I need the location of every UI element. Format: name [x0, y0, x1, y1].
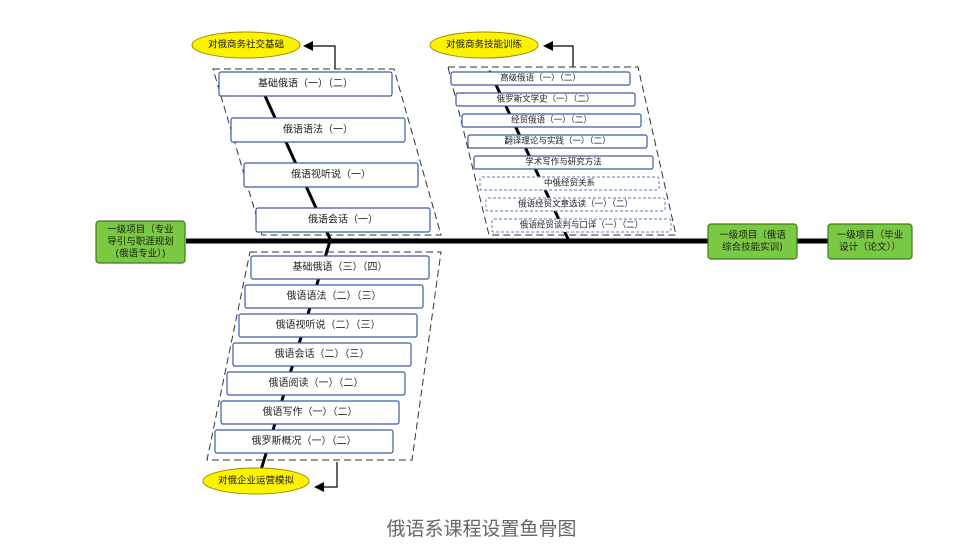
course-box: [250, 255, 430, 280]
course-lower-left-0: 基础俄语（三）（四）: [250, 255, 430, 280]
course-lower-left-2: 俄语视听说（二）（三）: [238, 313, 418, 338]
course-label: 俄语会话（二）（三）: [275, 347, 370, 360]
spine-node-line-2: (俄语专业）): [115, 248, 165, 260]
course-box: [491, 218, 672, 233]
course-label: 俄罗斯概况（一）（二）: [252, 434, 357, 447]
group-outline-lower-left: [206, 251, 442, 461]
course-label: 高级俄语（一）（二）: [500, 73, 581, 84]
goal-ellipse: [191, 31, 301, 59]
arrow-to-goal-upper-right: [543, 41, 574, 67]
course-upper-right-1: 俄罗斯文学史（一）（二）: [455, 92, 636, 107]
spine-node-line-1: 导引与职涯规划: [107, 236, 174, 248]
goal-upper-right: 对俄商务技能训练: [429, 31, 539, 59]
course-upper-right-2: 经贸俄语（一）（二）: [461, 113, 642, 128]
course-upper-left-0: 基础俄语（一）（二）: [218, 71, 393, 97]
course-box: [243, 162, 419, 188]
group-outline-upper-right: [447, 66, 677, 236]
course-label: 基础俄语（一）（二）: [258, 77, 353, 90]
course-lower-left-4: 俄语阅读（一）（二）: [226, 371, 406, 396]
course-box: [473, 155, 654, 170]
course-box: [450, 71, 631, 86]
spine-node-box: [95, 220, 186, 264]
course-upper-left-1: 俄语语法（一）: [230, 117, 406, 143]
course-label: 俄语视听说（一）: [291, 168, 371, 181]
spine-node-line-0: 一级项目（专业: [107, 224, 174, 236]
course-box: [226, 371, 406, 396]
course-lower-left-5: 俄语写作（一）（二）: [220, 400, 400, 425]
arrow-to-goal-upper-left: [303, 41, 336, 69]
course-label: 俄语视听说（二）（三）: [276, 318, 381, 331]
course-box: [218, 71, 393, 97]
course-lower-left-6: 俄罗斯概况（一）（二）: [214, 429, 394, 454]
course-label: 俄罗斯文学史（一）（二）: [497, 94, 595, 105]
goal-lower-left: 对俄企业运营模拟: [202, 467, 310, 495]
course-box: [479, 176, 660, 191]
arrow-to-goal-lower-left: [314, 462, 338, 492]
course-upper-right-3: 翻译理论与实践（一）（二）: [467, 134, 648, 149]
course-label: 俄语语法（二）（三）: [287, 289, 382, 302]
course-upper-right-4: 学术写作与研究方法: [473, 155, 654, 170]
course-box: [461, 113, 642, 128]
goal-label: 对俄企业运营模拟: [218, 475, 295, 487]
course-lower-left-3: 俄语会话（二）（三）: [232, 342, 412, 367]
goal-label: 对俄商务社交基础: [208, 39, 284, 51]
spine-node-line-0: 一级项目（毕业: [837, 229, 904, 241]
course-upper-left-2: 俄语视听说（一）: [243, 162, 419, 188]
spine-node-box: [827, 223, 913, 260]
course-box: [230, 117, 406, 143]
course-label: 俄语经贸谈判与口译（一）（二）: [520, 220, 643, 231]
course-box: [244, 284, 424, 309]
course-label: 翻译理论与实践（一）（二）: [504, 136, 610, 147]
course-upper-right-6: 俄语经贸文章选读（一）（二）: [485, 197, 666, 212]
course-label: 俄语阅读（一）（二）: [269, 376, 364, 389]
course-label: 中俄经贸关系: [544, 178, 595, 189]
course-lower-left-1: 俄语语法（二）（三）: [244, 284, 424, 309]
course-upper-right-7: 俄语经贸谈判与口译（一）（二）: [491, 218, 672, 233]
goal-upper-left: 对俄商务社交基础: [191, 31, 301, 59]
course-upper-left-3: 俄语会话（一）: [255, 207, 431, 233]
spine-node-line-0: 一级项目（俄语: [719, 229, 786, 241]
course-box: [485, 197, 666, 212]
course-box: [232, 342, 412, 367]
course-upper-right-5: 中俄经贸关系: [479, 176, 660, 191]
course-box: [238, 313, 418, 338]
course-box: [214, 429, 394, 454]
course-label: 俄语经贸文章选读（一）（二）: [518, 199, 633, 210]
spine-node-box: [707, 223, 798, 260]
course-label: 俄语语法（一）: [283, 123, 353, 136]
spine-node-line-1: 设计（论文））: [839, 241, 901, 253]
goal-ellipse: [202, 467, 310, 495]
diagram-caption: 俄语系课程设置鱼骨图: [386, 518, 577, 540]
course-label: 俄语写作（一）（二）: [263, 406, 358, 418]
group-outline-upper-left: [212, 68, 442, 236]
course-box: [455, 92, 636, 107]
goal-label: 对俄商务技能训练: [446, 39, 523, 51]
spine-node-line-1: 综合技能实训): [722, 241, 783, 253]
course-box: [255, 207, 431, 233]
course-label: 基础俄语（三）（四）: [293, 260, 388, 273]
course-label: 学术写作与研究方法: [525, 157, 602, 168]
course-label: 俄语会话（一）: [308, 213, 378, 226]
goal-ellipse: [429, 31, 539, 59]
course-label: 经贸俄语（一）（二）: [511, 115, 592, 126]
course-box: [467, 134, 648, 149]
course-upper-right-0: 高级俄语（一）（二）: [450, 71, 631, 86]
course-box: [220, 400, 400, 425]
